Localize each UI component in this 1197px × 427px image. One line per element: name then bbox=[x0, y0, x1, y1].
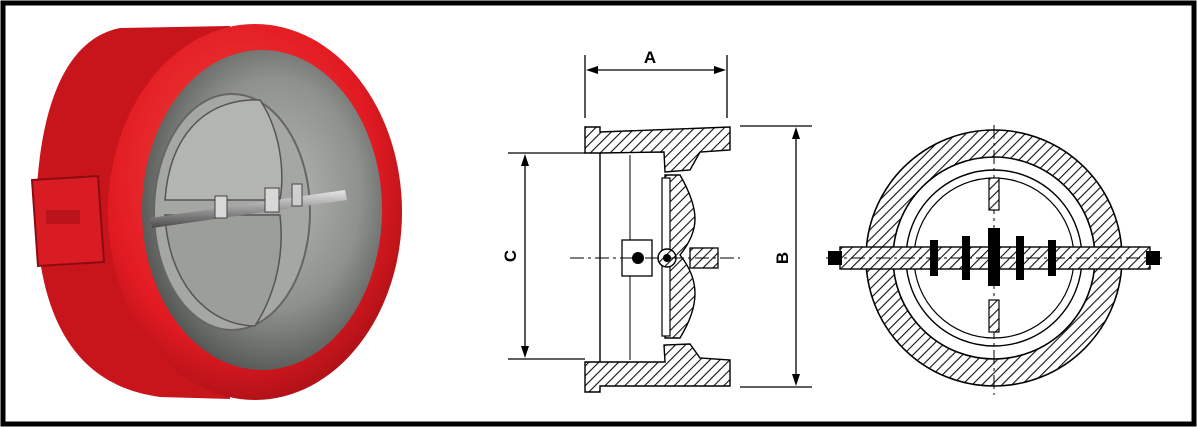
side-bottom-wall bbox=[584, 343, 731, 393]
front-shaft-end-right bbox=[1146, 251, 1160, 265]
dim-a-arrow-left bbox=[586, 66, 598, 74]
front-hinge-1 bbox=[930, 240, 938, 276]
dim-label-b: B bbox=[773, 252, 792, 264]
dim-label-c: C bbox=[501, 250, 520, 262]
side-pin-right-core bbox=[663, 254, 671, 262]
side-top-wall bbox=[584, 126, 731, 173]
dim-c-arrow-top bbox=[521, 154, 529, 166]
front-hinge-4 bbox=[1048, 240, 1056, 276]
dim-b-arrow-top bbox=[792, 127, 800, 139]
valve-lower-plate bbox=[164, 214, 282, 327]
front-shaft-end-left bbox=[828, 251, 842, 265]
side-section-drawing: A C B bbox=[501, 48, 812, 393]
front-view-drawing bbox=[826, 125, 1162, 395]
front-stop-top bbox=[988, 177, 1000, 211]
front-hinge-2 bbox=[962, 236, 970, 280]
valve-upper-plate bbox=[164, 99, 283, 201]
lug-emboss bbox=[46, 210, 80, 224]
dim-label-a: A bbox=[644, 48, 656, 67]
side-disc bbox=[664, 174, 696, 339]
front-stop-bottom bbox=[988, 299, 1000, 333]
hinge-1 bbox=[214, 195, 228, 219]
valve-photo bbox=[30, 24, 402, 400]
hinge-3 bbox=[291, 183, 303, 207]
hinge-2 bbox=[264, 187, 280, 213]
dim-a-arrow-right bbox=[714, 66, 726, 74]
front-hinge-3 bbox=[1016, 236, 1024, 280]
dim-c-arrow-bottom bbox=[521, 346, 529, 358]
dim-b-arrow-bottom bbox=[792, 374, 800, 386]
front-centre-hub bbox=[988, 228, 1000, 286]
